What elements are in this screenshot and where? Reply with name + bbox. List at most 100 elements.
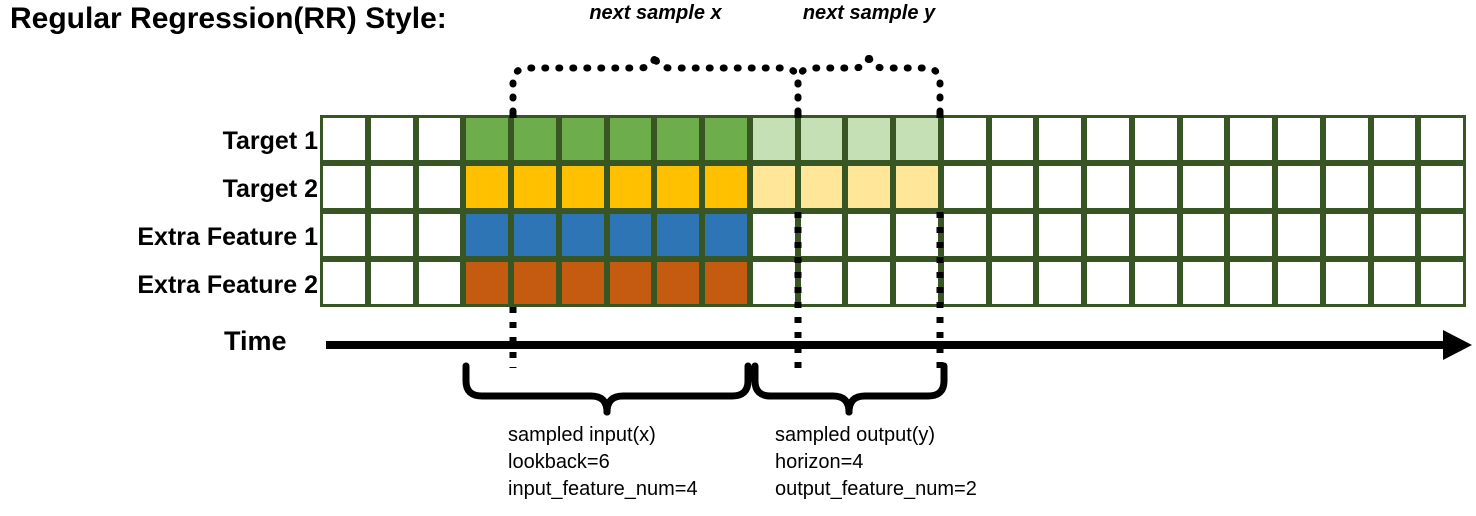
top-brace-next-sample-x	[509, 50, 802, 116]
grid-cell-input	[702, 115, 750, 163]
grid-cell-input	[511, 259, 559, 307]
grid-cell-blank	[1275, 259, 1323, 307]
row-label-extra-feature-1: Extra Feature 1	[137, 223, 318, 251]
grid-cell-output	[797, 115, 846, 163]
grid-cell-output	[845, 163, 893, 211]
grid-row-3	[320, 211, 1466, 259]
grid-cell-input	[654, 259, 702, 307]
top-brace-next-sample-y	[794, 50, 944, 116]
time-axis-arrow	[326, 330, 1472, 360]
grid-cell-blank	[367, 163, 416, 211]
grid-cell-blank	[367, 211, 416, 259]
grid-cell-blank	[1179, 163, 1228, 211]
grid-row-2	[320, 163, 1466, 211]
page-title: Regular Regression(RR) Style:	[10, 2, 447, 35]
grid-cell-blank	[749, 211, 798, 259]
bottom-brace-output-horizon: horizon=4	[775, 451, 864, 473]
bottom-brace-block-input: sampled input(x) lookback=6 input_featur…	[508, 422, 698, 503]
grid-cell-blank	[1275, 211, 1323, 259]
grid-cell-input	[558, 211, 607, 259]
grid-table	[320, 115, 1466, 307]
bottom-brace-input-feature-num: input_feature_num=4	[508, 478, 698, 500]
grid-cell-blank	[415, 211, 464, 259]
grid-cell-input	[606, 163, 655, 211]
bottom-brace-input-lookback: lookback=6	[508, 451, 610, 473]
grid-cell-blank	[940, 163, 989, 211]
grid-cell-blank	[1370, 259, 1419, 307]
grid-cell-blank	[940, 259, 989, 307]
grid-cell-blank	[367, 259, 416, 307]
grid-cell-blank	[1227, 163, 1275, 211]
grid-cell-blank	[749, 259, 798, 307]
bottom-brace-output-feature-num: output_feature_num=2	[775, 478, 977, 500]
grid-row-1	[320, 115, 1466, 163]
grid-cell-blank	[415, 163, 464, 211]
grid-cell-blank	[1036, 211, 1084, 259]
row-label-extra-feature-2: Extra Feature 2	[137, 271, 318, 299]
grid-cell-blank	[367, 115, 416, 163]
grid-cell-blank	[1131, 211, 1180, 259]
grid-cell-blank	[893, 211, 941, 259]
bottom-brace-output-title: sampled output(y)	[775, 424, 936, 446]
time-axis-label: Time	[224, 326, 287, 356]
grid-cell-blank	[320, 163, 368, 211]
grid-cell-blank	[1418, 115, 1466, 163]
grid-cell-blank	[940, 115, 989, 163]
grid-cell-blank	[1418, 211, 1466, 259]
grid-cell-input	[606, 115, 655, 163]
grid-cell-input	[463, 259, 511, 307]
row-label-target-2: Target 2	[222, 175, 318, 203]
grid-cell-blank	[893, 259, 941, 307]
grid-cell-blank	[940, 211, 989, 259]
grid-cell-blank	[1370, 115, 1419, 163]
grid-cell-output	[749, 163, 798, 211]
grid-cell-input	[511, 163, 559, 211]
grid-cell-blank	[1084, 259, 1132, 307]
grid-cell-blank	[1322, 259, 1371, 307]
grid-cell-input	[511, 115, 559, 163]
grid-cell-input	[558, 163, 607, 211]
grid-cell-blank	[1131, 115, 1180, 163]
grid-cell-blank	[1131, 163, 1180, 211]
grid-cell-blank	[1131, 259, 1180, 307]
grid-cell-blank	[320, 259, 368, 307]
grid-cell-blank	[1275, 115, 1323, 163]
grid-cell-input	[654, 163, 702, 211]
grid-cell-blank	[1084, 163, 1132, 211]
bottom-brace-output	[751, 362, 948, 416]
grid-cell-blank	[320, 211, 368, 259]
bottom-brace-block-output: sampled output(y) horizon=4 output_featu…	[775, 422, 977, 503]
grid-cell-output	[845, 115, 893, 163]
grid-cell-blank	[988, 211, 1037, 259]
grid-cell-output	[893, 115, 941, 163]
grid-cell-input	[511, 211, 559, 259]
bottom-brace-input-title: sampled input(x)	[508, 424, 656, 446]
grid-cell-blank	[988, 115, 1037, 163]
top-brace-label-next-sample-x: next sample x	[589, 2, 722, 24]
grid-cell-output	[749, 115, 798, 163]
grid-cell-input	[606, 211, 655, 259]
grid-cell-blank	[1179, 211, 1228, 259]
grid-cell-blank	[1370, 211, 1419, 259]
grid-cell-blank	[1322, 115, 1371, 163]
grid-cell-input	[702, 163, 750, 211]
grid-cell-blank	[1227, 211, 1275, 259]
grid-cell-blank	[1036, 163, 1084, 211]
grid-cell-blank	[797, 259, 846, 307]
grid-cell-input	[558, 115, 607, 163]
grid-cell-blank	[1370, 163, 1419, 211]
grid-cell-blank	[320, 115, 368, 163]
grid-cell-input	[463, 163, 511, 211]
grid-cell-blank	[1084, 115, 1132, 163]
top-brace-label-next-sample-y: next sample y	[802, 2, 936, 24]
grid-cell-blank	[415, 259, 464, 307]
grid-cell-blank	[988, 259, 1037, 307]
grid-cell-blank	[1275, 163, 1323, 211]
grid-cell-blank	[797, 211, 846, 259]
grid-cell-blank	[1322, 211, 1371, 259]
grid-cell-output	[893, 163, 941, 211]
grid-row-4	[320, 259, 1466, 307]
grid-cell-input	[702, 211, 750, 259]
grid-cell-blank	[1418, 163, 1466, 211]
